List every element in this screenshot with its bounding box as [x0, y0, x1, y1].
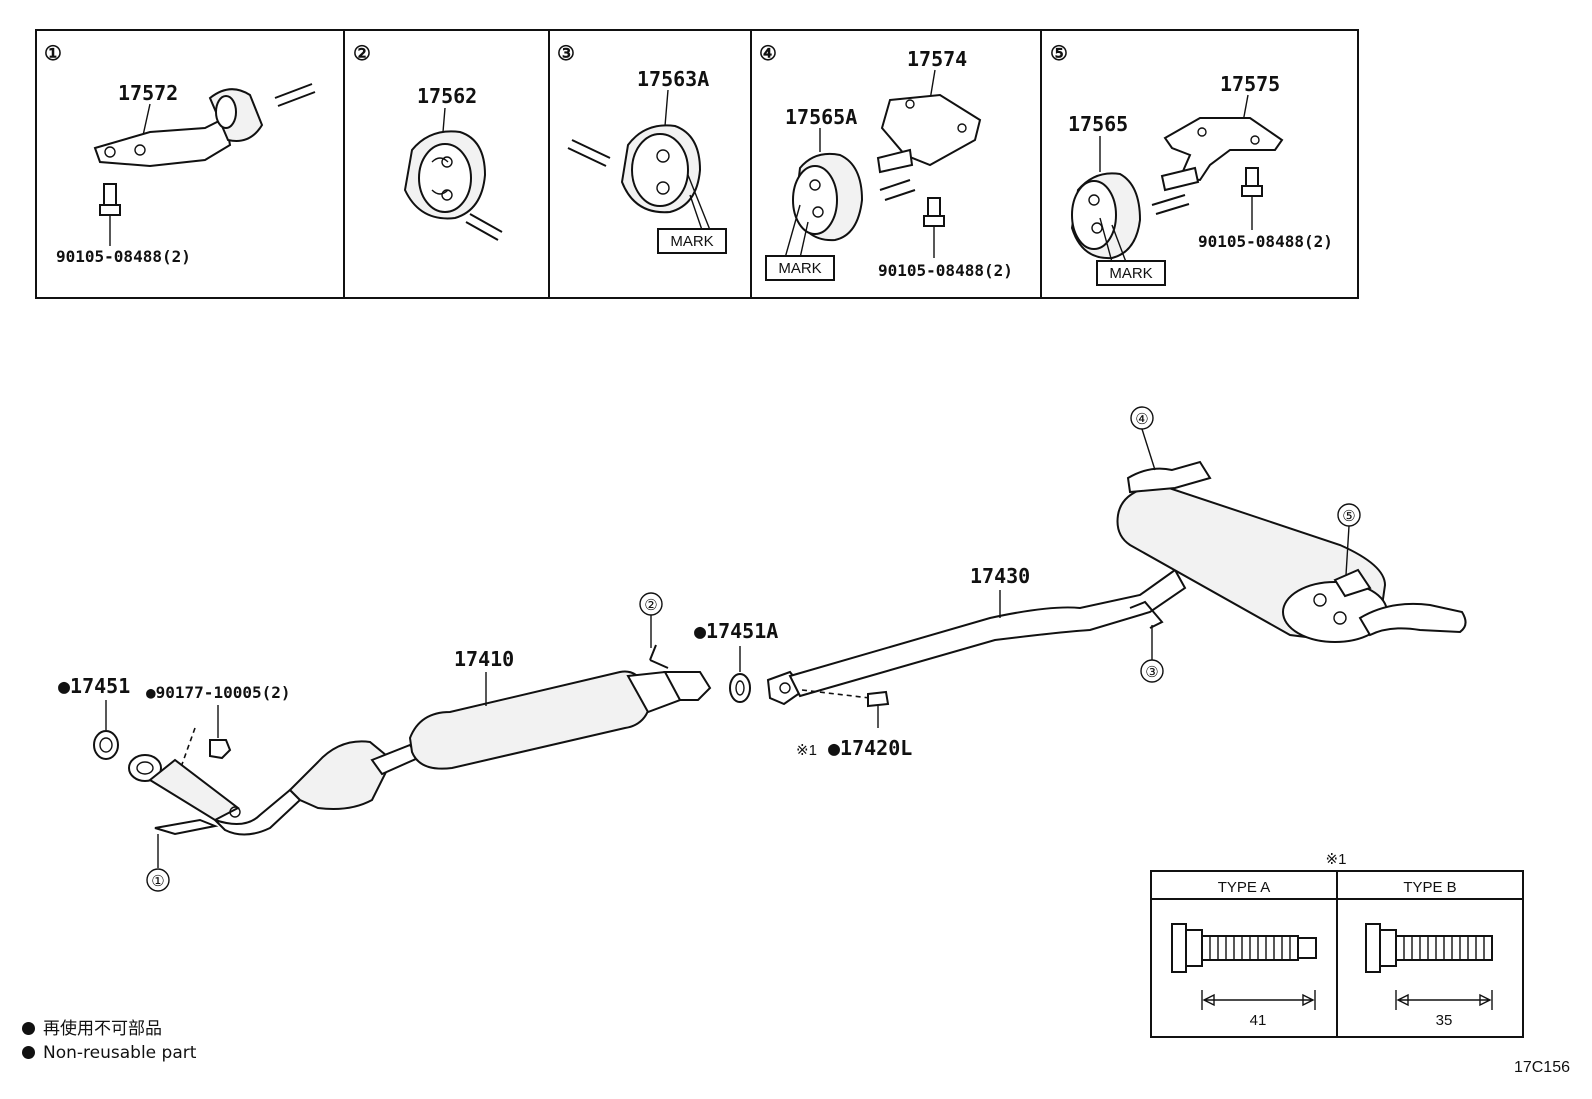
- panel-4-bolt-number: 90105-08488(2): [878, 261, 1013, 280]
- panel-5-mark: MARK: [1109, 265, 1152, 282]
- mount-panels: ① 17572 90105-08488(2) ② 17562: [35, 29, 1359, 299]
- front-pipe-flange: [128, 754, 162, 782]
- front-catalyst: [288, 740, 394, 810]
- type-b-label: TYPE B: [1403, 879, 1456, 896]
- non-reusable-dot-icon: [22, 1046, 35, 1059]
- bolt-type-table: ※1 TYPE A TYPE B 41 35: [1150, 851, 1524, 1038]
- front-pipe-outlet-flange: [663, 671, 712, 701]
- svg-text:③: ③: [1145, 664, 1158, 681]
- panel-3: ③ 17563A MARK: [557, 41, 727, 254]
- label-tail-pipe: 17430: [970, 564, 1030, 588]
- panel-2-number: ②: [353, 41, 371, 65]
- callout-1: ①: [146, 834, 170, 892]
- hanger-bracket-1: [154, 818, 219, 836]
- gasket-17451: [93, 730, 119, 760]
- callout-2: ②: [639, 592, 663, 648]
- type-a-label: TYPE A: [1218, 879, 1271, 896]
- catalyst-17410: [408, 670, 652, 770]
- panel-3-mark: MARK: [670, 233, 713, 250]
- panel-4: ④ 17574 17565A MARK 90105-08488(2): [759, 41, 1013, 281]
- panel-5: ⑤ 17575 17565 MARK 90105-08488(2): [1050, 41, 1333, 286]
- type-b-length: 35: [1436, 1012, 1453, 1029]
- panel-1-part-number: 17572: [118, 81, 178, 105]
- panel-5-bolt-number: 90105-08488(2): [1198, 232, 1333, 251]
- panel-1-bolt-number: 90105-08488(2): [56, 247, 191, 266]
- panel-5-number: ⑤: [1050, 41, 1068, 65]
- panel-1: ① 17572 90105-08488(2): [44, 41, 316, 266]
- callout-4: ④: [1130, 406, 1156, 471]
- panel-3-part-number: 17563A: [637, 67, 709, 91]
- bracket-17574: [880, 93, 982, 167]
- legend-line-en: Non-reusable part: [22, 1041, 196, 1065]
- label-center-bolt: ●17420L: [828, 736, 912, 760]
- nut-90177: [209, 739, 232, 760]
- bracket-17575: [1163, 117, 1284, 182]
- panel-4-part-b-number: 17574: [907, 47, 967, 71]
- tailpipe-tip: [1358, 602, 1467, 637]
- legend-line-jp: 再使用不可部品: [22, 1017, 196, 1041]
- label-center-bolt-ref: ※1: [796, 742, 817, 759]
- label-nut: ●90177-10005(2): [146, 683, 291, 702]
- type-table-ref: ※1: [1326, 851, 1347, 868]
- callout-5: ⑤: [1337, 503, 1361, 576]
- tail-pipe-17430: [788, 568, 1187, 698]
- gasket-17451a: [729, 673, 751, 703]
- type-a-length: 41: [1250, 1012, 1267, 1029]
- svg-text:⑤: ⑤: [1342, 508, 1355, 525]
- non-reusable-dot-icon: [22, 1022, 35, 1035]
- panel-2: ② 17562: [353, 41, 503, 241]
- panel-1-number: ①: [44, 41, 62, 65]
- bracket-17572: [93, 116, 232, 168]
- diagram-id: 17C156: [1513, 1059, 1570, 1076]
- panel-5-part-a-number: 17565: [1068, 112, 1128, 136]
- muffler-bracket-4: [1126, 460, 1212, 494]
- svg-text:①: ①: [151, 873, 164, 890]
- panel-2-part-number: 17562: [417, 84, 477, 108]
- svg-text:②: ②: [644, 597, 657, 614]
- panel-3-number: ③: [557, 41, 575, 65]
- bolt-1: [103, 183, 117, 207]
- type-a-bolt: 41: [1171, 923, 1317, 1029]
- svg-text:④: ④: [1135, 411, 1148, 428]
- legend: 再使用不可部品 Non-reusable part: [22, 1017, 196, 1065]
- exhaust-assembly: ●17451 ●90177-10005(2) 17410: [58, 406, 1467, 892]
- panel-5-part-b-number: 17575: [1220, 72, 1280, 96]
- panel-4-number: ④: [759, 41, 777, 65]
- muffler-bracket-5: [1333, 568, 1372, 598]
- callout-3: ③: [1140, 625, 1164, 683]
- panel-4-part-a-number: 17565A: [785, 105, 857, 129]
- bolt-17420l: [867, 690, 890, 708]
- mark-box-5: [1096, 260, 1166, 286]
- label-front-pipe: 17410: [454, 647, 514, 671]
- panel-4-mark: MARK: [778, 260, 821, 277]
- mark-box-4: [765, 255, 835, 281]
- label-gasket-center: ●17451A: [694, 619, 778, 643]
- label-gasket-front: ●17451: [58, 674, 130, 698]
- mark-box-3: [657, 228, 727, 254]
- type-b-bolt: 35: [1365, 923, 1493, 1029]
